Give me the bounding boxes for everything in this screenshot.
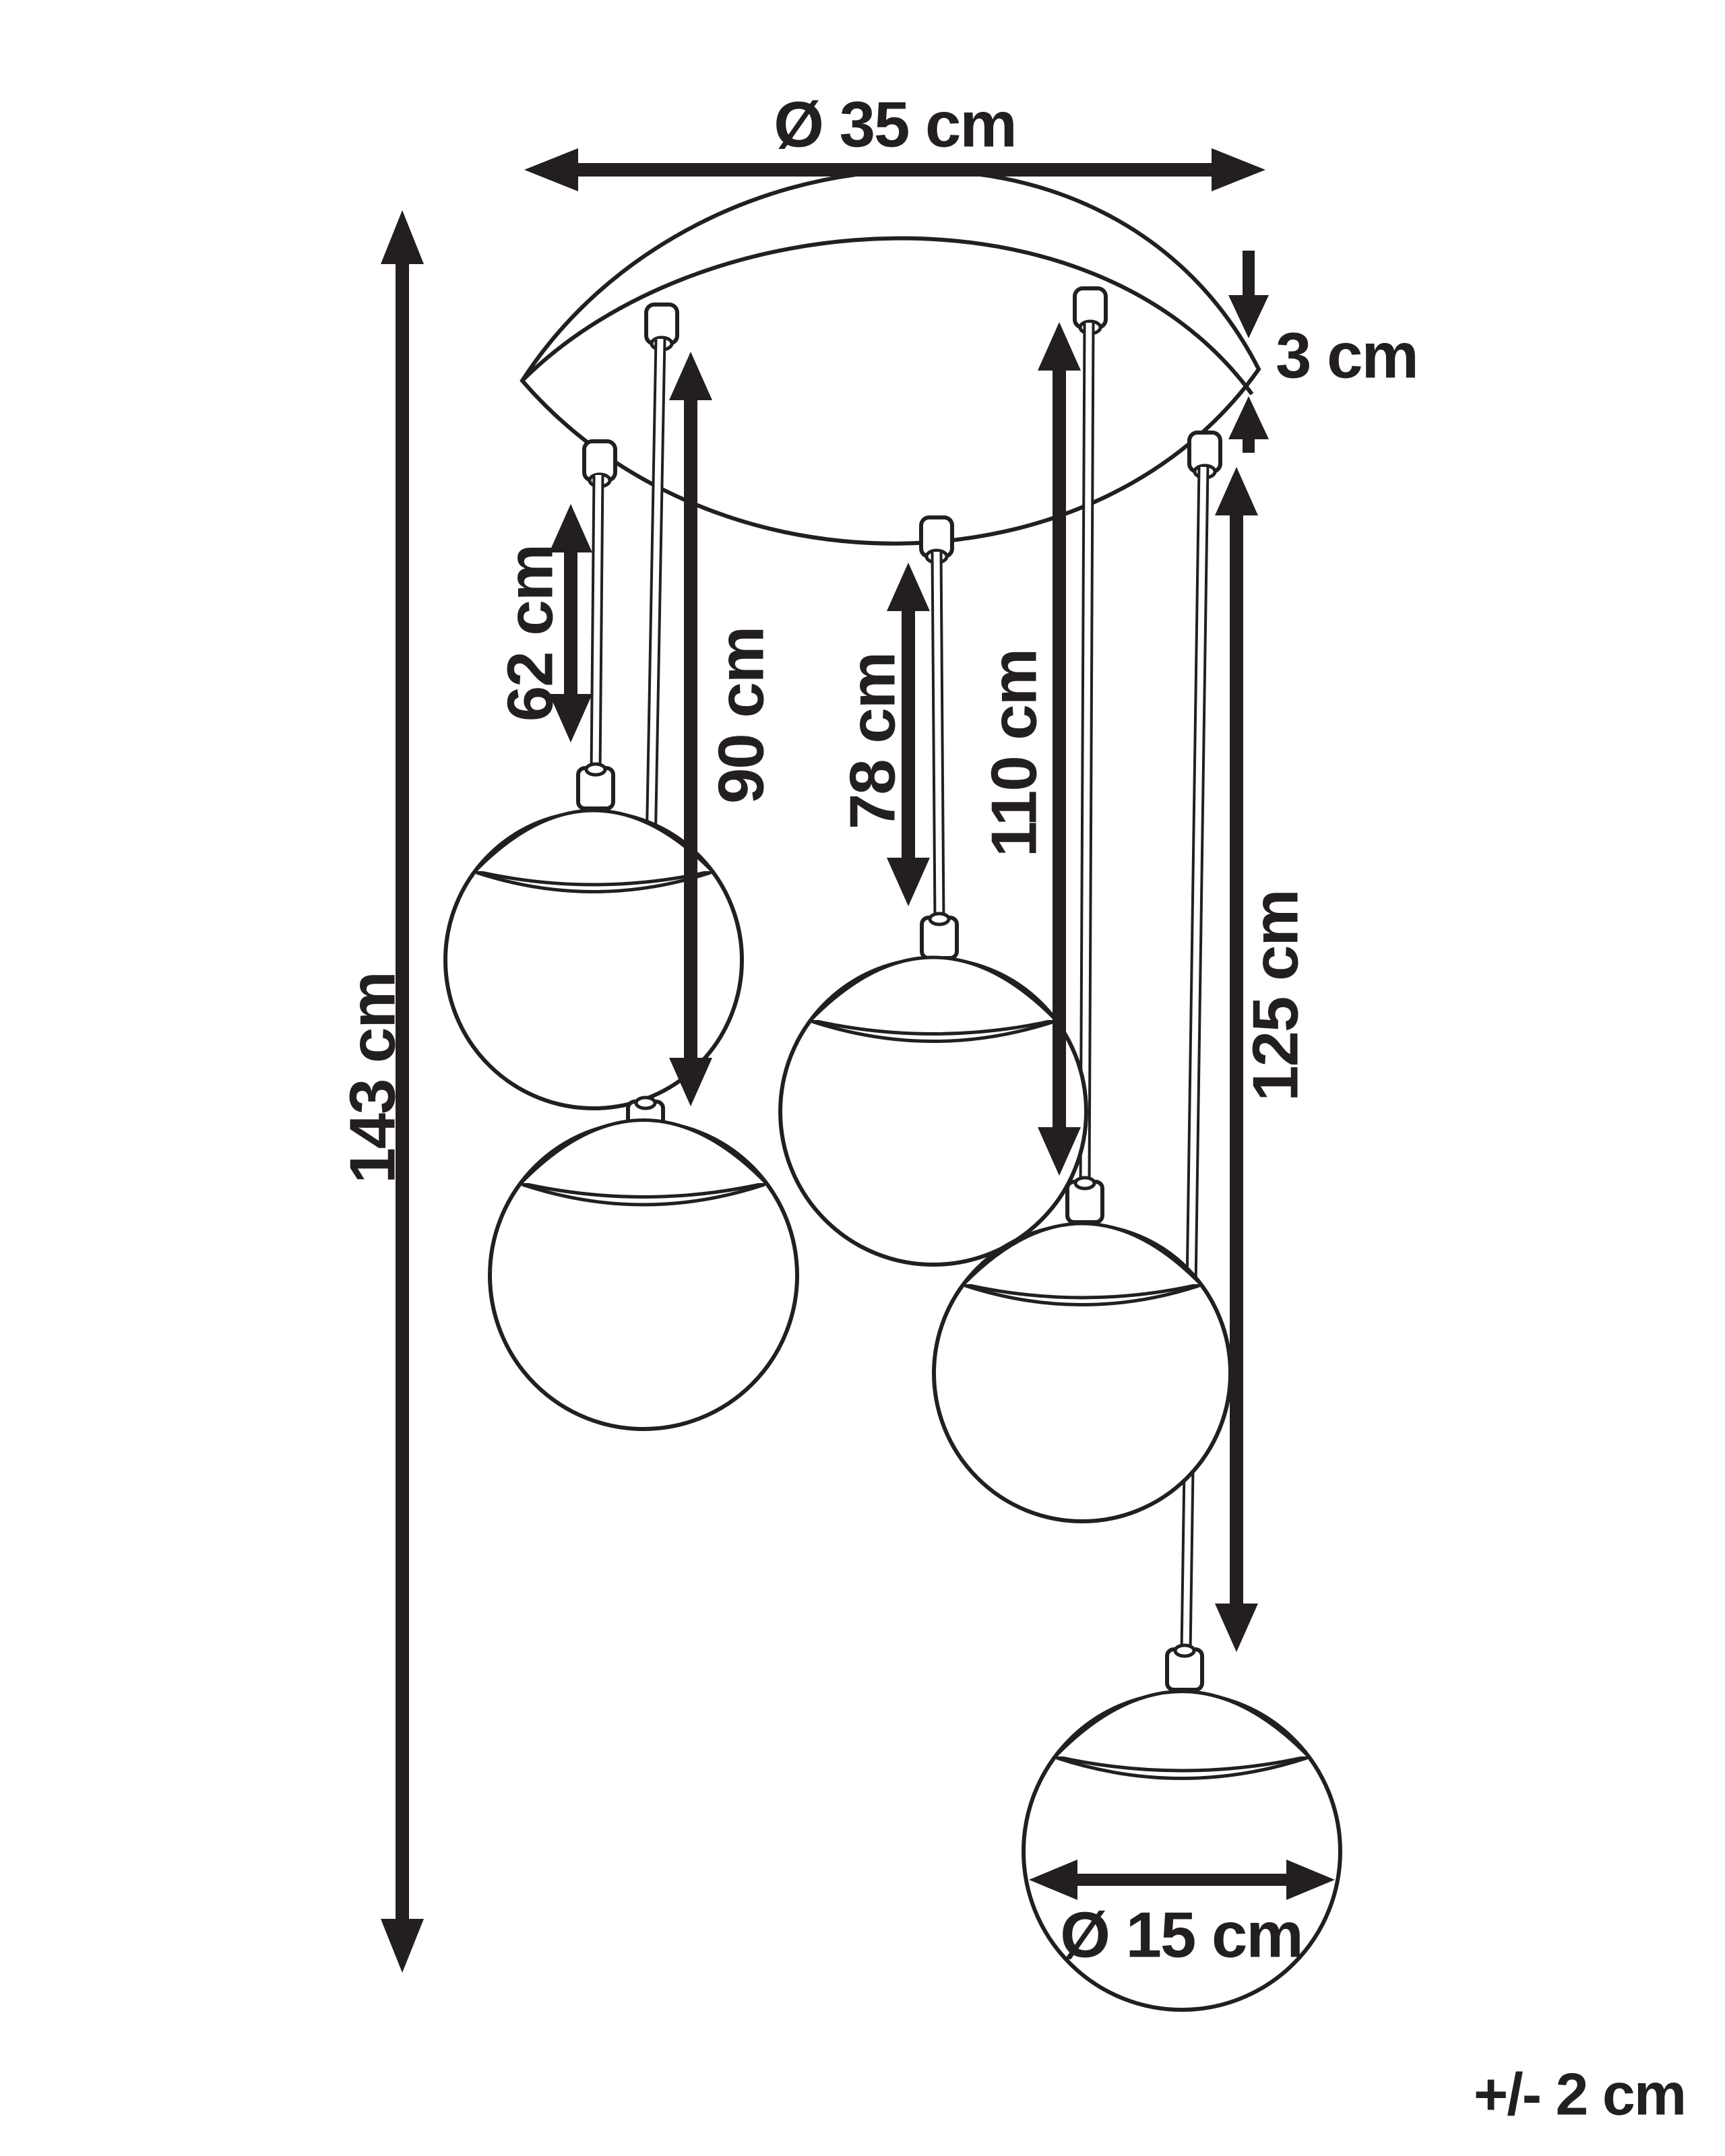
globe-b-neck-dome <box>520 1118 767 1184</box>
globe-a <box>443 808 744 1110</box>
label-cord-c: 78 cm <box>837 653 909 829</box>
globe-e-neck-dome <box>1054 1690 1310 1758</box>
dim-arrow-cord-b <box>669 352 712 1106</box>
grommet-5 <box>1187 431 1222 480</box>
globe-socket-c <box>920 912 959 960</box>
canopy-outline <box>520 168 1261 546</box>
dim-arrow-cord-a <box>549 504 592 742</box>
globe-socket-e <box>1165 1643 1204 1692</box>
globe-socket-a <box>576 762 615 811</box>
dim-arrow-canopy-thickness <box>1228 251 1269 453</box>
cord-4 <box>1079 322 1095 1185</box>
globe-d-neck-dome <box>962 1222 1202 1286</box>
globe-c-neck-dome <box>809 955 1057 1021</box>
label-cord-a: 62 cm <box>495 545 567 722</box>
dim-arrow-globe-diameter <box>1029 1860 1335 1900</box>
label-cord-b: 90 cm <box>705 627 778 804</box>
dim-arrow-cord-c <box>887 563 930 906</box>
label-cord-d: 110 cm <box>978 649 1050 857</box>
globe-e <box>1022 1690 1342 2012</box>
globe-socket-d <box>1065 1176 1104 1224</box>
label-total-height: 143 cm <box>337 972 409 1184</box>
label-canopy-diameter: Ø 35 cm <box>774 89 1016 161</box>
label-globe-diameter: Ø 15 cm <box>1060 1899 1303 1971</box>
globe-b <box>488 1118 799 1431</box>
globe-a-neck-dome <box>474 808 714 873</box>
cord-3 <box>931 551 945 922</box>
canopy-rim-edge <box>520 236 1254 395</box>
dim-arrow-canopy-diameter <box>524 148 1265 191</box>
globe-d <box>932 1222 1232 1523</box>
dim-arrow-cord-d <box>1038 322 1081 1176</box>
globe-c <box>778 955 1088 1267</box>
label-cord-e: 125 cm <box>1240 890 1312 1102</box>
canopy <box>520 168 1261 546</box>
dim-arrow-total-height <box>381 210 424 1973</box>
label-canopy-thickness: 3 cm <box>1276 320 1418 392</box>
cord-1 <box>590 474 604 772</box>
label-tolerance: +/- 2 cm <box>1474 2061 1685 2128</box>
dim-arrow-cord-e <box>1215 467 1258 1652</box>
